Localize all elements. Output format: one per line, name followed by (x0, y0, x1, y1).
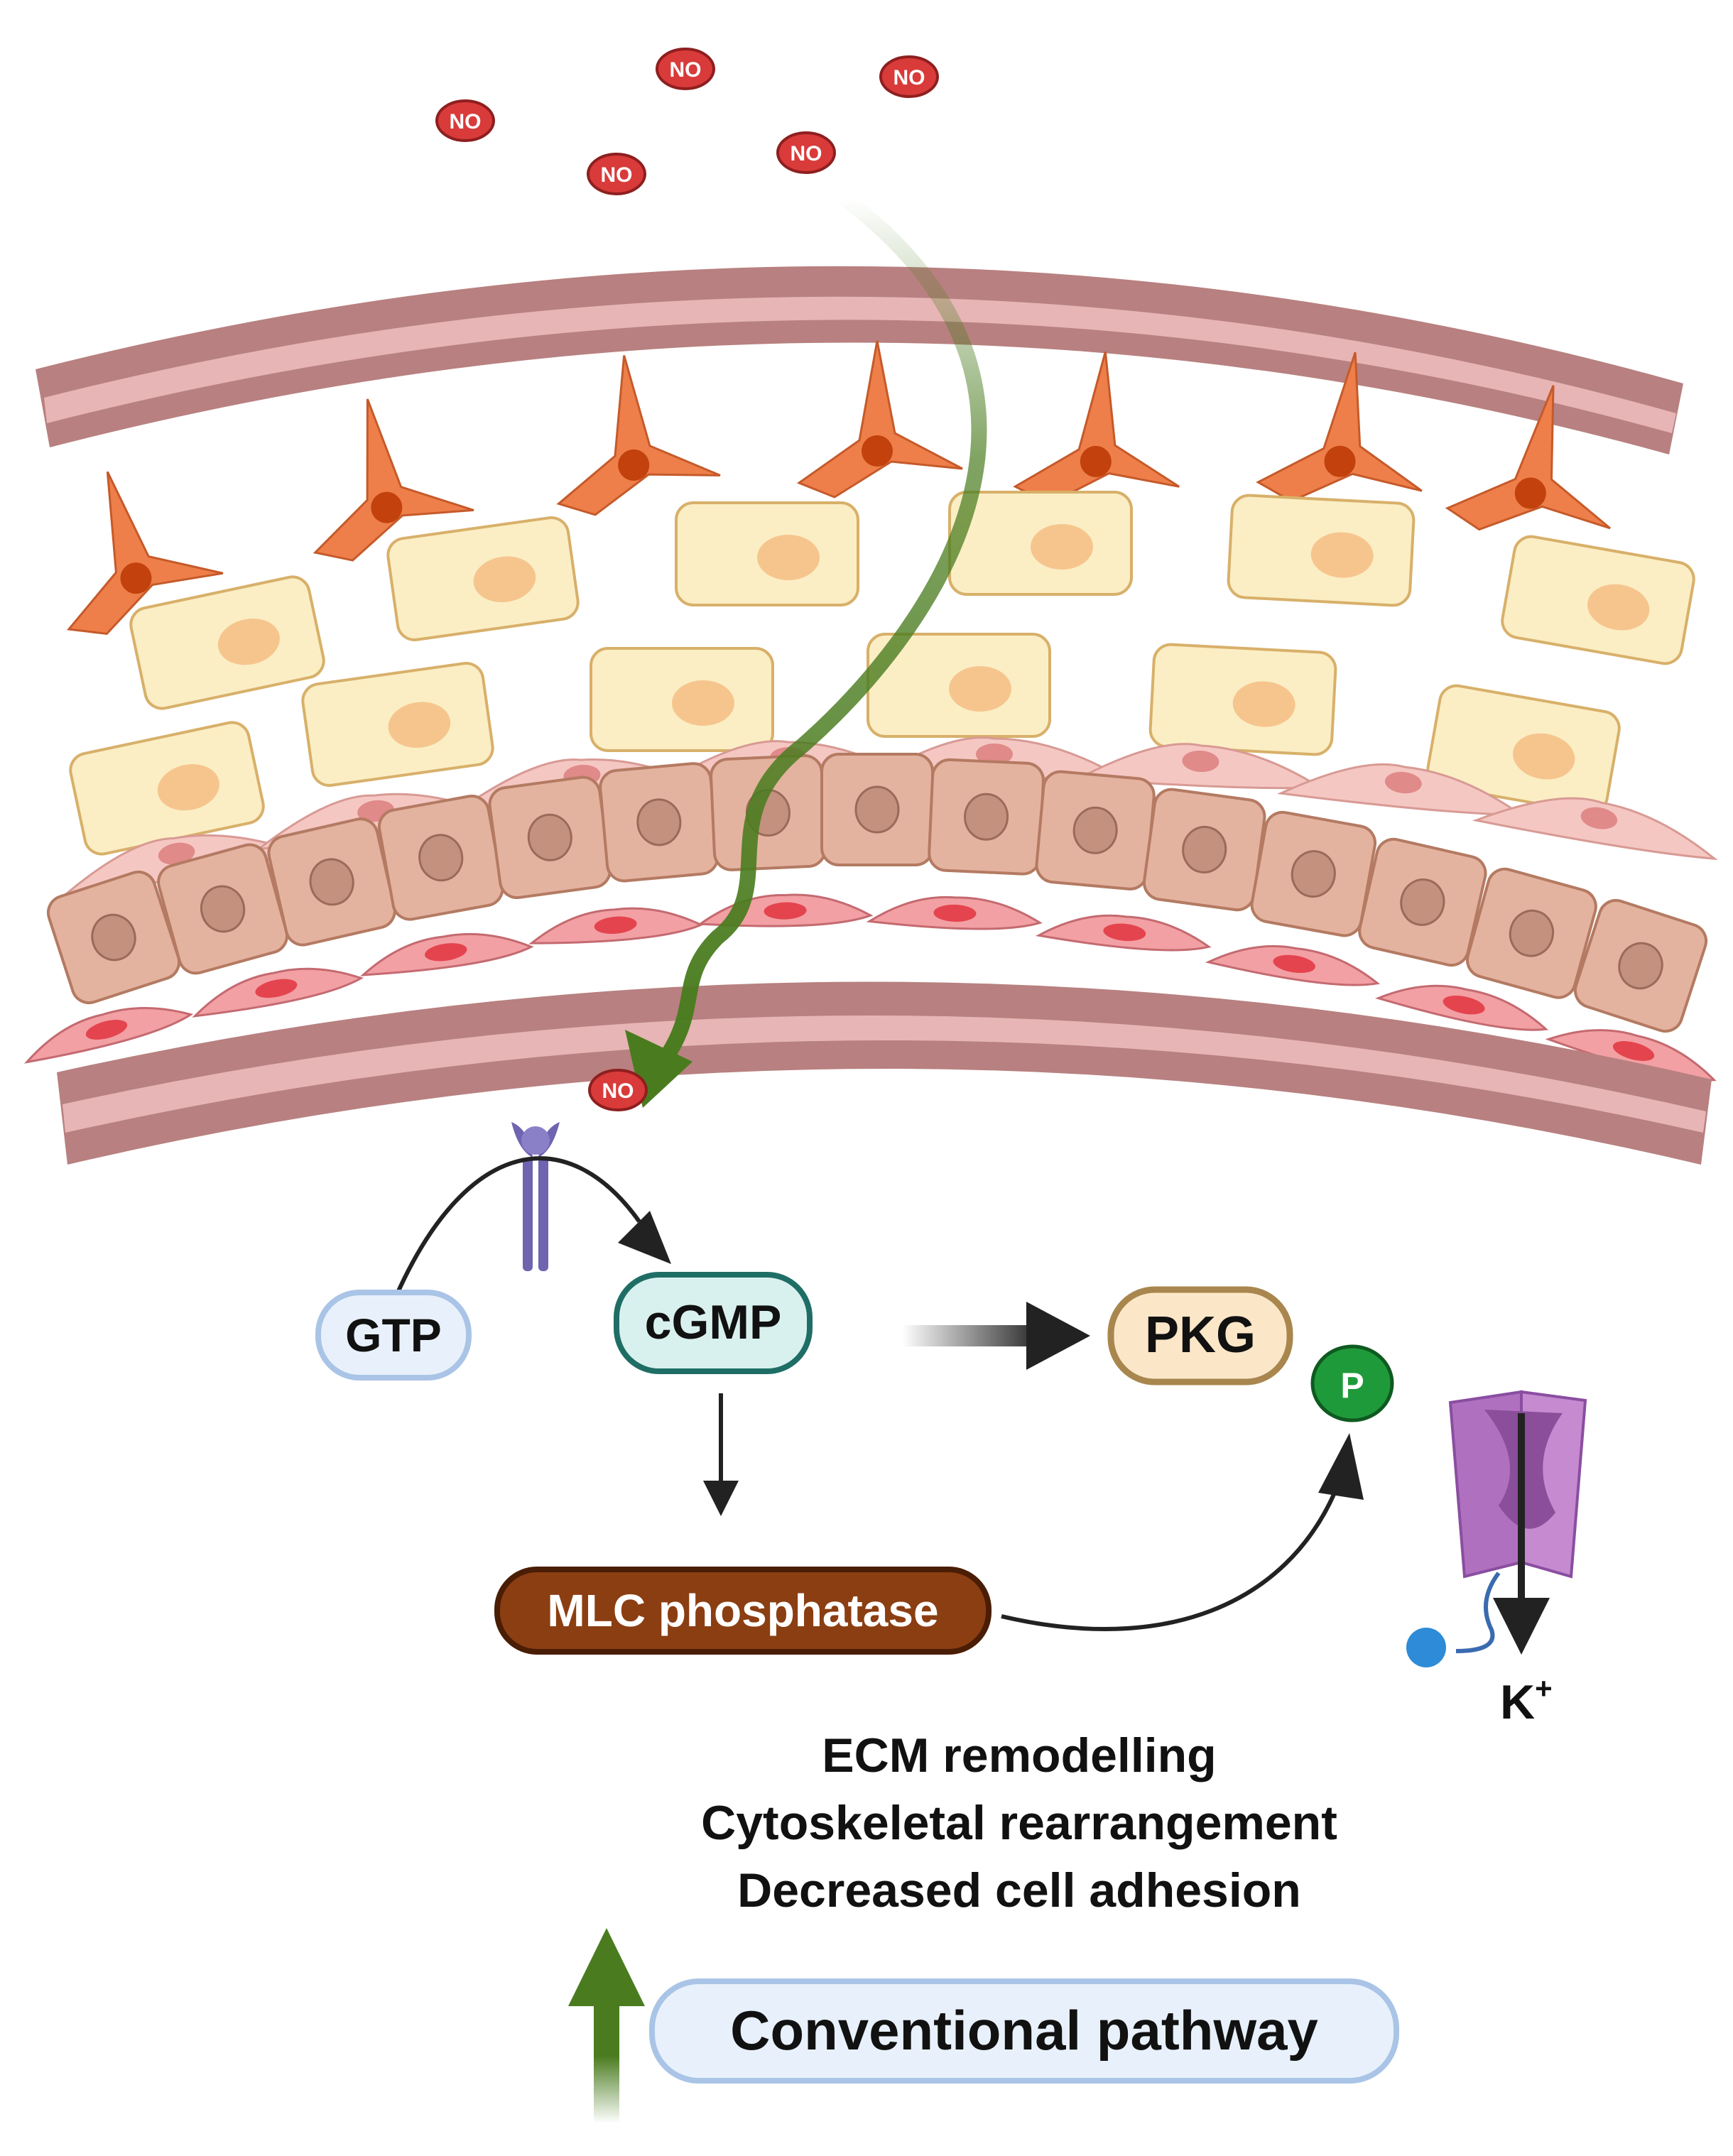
fibroblast-cell (1256, 352, 1423, 503)
vessel-wall-inner (57, 981, 1712, 1165)
effect-item: Decreased cell adhesion (737, 1863, 1301, 1917)
phosphate-node: P (1310, 1344, 1394, 1422)
cgmp-to-pkg-arrow (902, 1325, 1044, 1346)
smooth-muscle-cell (488, 775, 612, 900)
fibroblast-cell (796, 340, 963, 499)
adipocyte-cell (69, 721, 265, 856)
smooth-muscle-cell (1466, 867, 1597, 999)
pkg-node: PKG (1107, 1286, 1293, 1385)
svg-text:NO: NO (791, 142, 822, 165)
fibroblast-cell (556, 355, 721, 516)
fibroblast-cell (313, 398, 474, 562)
mlc-to-phosphate-arrow (1001, 1490, 1337, 1631)
adipocyte-cell (675, 501, 859, 606)
svg-text:NO: NO (893, 66, 925, 89)
adipocyte-cell (301, 661, 494, 788)
effect-item: Cytoskeletal rearrangement (701, 1796, 1337, 1850)
guanylyl-cyclase-receptor-icon (511, 1122, 560, 1271)
pericyte-cell (1205, 944, 1381, 986)
smooth-muscle-cell (267, 817, 396, 947)
svg-text:NO: NO (602, 1079, 634, 1103)
smooth-muscle-cell (599, 762, 719, 883)
smooth-muscle-cells (46, 753, 1708, 1033)
adipocyte-cell (386, 516, 580, 642)
fibroblast-cell (66, 471, 224, 636)
svg-text:NO: NO (450, 110, 482, 134)
gtp-label: GTP (345, 1309, 442, 1361)
effects-list: ECM remodelling Cytoskeletal rearrangeme… (701, 1728, 1337, 1917)
smooth-muscle-cell (1358, 837, 1487, 967)
smooth-muscle-cell (157, 843, 288, 975)
mlc-phosphatase-node: MLC phosphatase (494, 1567, 992, 1655)
cgmp-down-arrowhead (703, 1481, 739, 1516)
pericyte-cell (528, 907, 704, 944)
adipocyte-cell (1501, 535, 1695, 665)
adipocyte-cell (1148, 643, 1337, 756)
smooth-muscle-cell (1250, 810, 1377, 937)
potassium-label: K+ (1500, 1672, 1553, 1729)
vessel-wall-outer (36, 266, 1683, 454)
endothelial-cell (1472, 797, 1718, 861)
phosphate-label: P (1340, 1366, 1364, 1405)
adipocyte-cells (69, 491, 1695, 856)
pericyte-cell (1035, 914, 1212, 952)
adipocyte-cell (129, 575, 325, 710)
smooth-muscle-cell (377, 794, 504, 921)
no-molecules: NO NO NO NO NO NO (435, 48, 939, 1111)
no-molecule: NO (879, 55, 939, 98)
smooth-muscle-cell (820, 753, 934, 866)
fibroblast-cell (1445, 385, 1611, 531)
potassium-channel-icon (1406, 1390, 1587, 1667)
svg-text:NO: NO (601, 163, 633, 187)
adipocyte-cell (1227, 494, 1416, 607)
endothelial-cell (1276, 763, 1525, 817)
cgmp-to-pkg-arrowhead (1026, 1302, 1090, 1370)
gtp-to-cgmp-arrowhead (618, 1211, 671, 1264)
effect-item: ECM remodelling (822, 1728, 1216, 1782)
no-molecule: NO (588, 1069, 648, 1111)
smooth-muscle-cell (46, 870, 181, 1005)
adipocyte-cell (948, 491, 1133, 596)
smooth-muscle-cell (1573, 898, 1708, 1033)
pericyte-cell (866, 895, 1043, 930)
gtp-node: GTP (315, 1290, 472, 1381)
pericyte-cell (360, 932, 534, 976)
no-molecule: NO (435, 99, 495, 142)
pericyte-cell (192, 967, 364, 1018)
pathway-label: Conventional pathway (730, 1999, 1318, 2062)
endothelial-cell (1075, 743, 1324, 790)
fibroblast-cell (1013, 352, 1180, 506)
smooth-muscle-cell (928, 758, 1045, 876)
no-molecule: NO (776, 131, 836, 174)
adipocyte-cell (590, 647, 774, 752)
fibroblast-cells (66, 340, 1611, 636)
svg-text:NO: NO (670, 58, 702, 82)
no-molecule: NO (587, 153, 646, 195)
pkg-label: PKG (1145, 1307, 1256, 1363)
smooth-muscle-cell (1142, 788, 1266, 912)
cgmp-node: cGMP (614, 1272, 813, 1374)
upregulation-arrow (568, 1928, 645, 2123)
pericyte-cell (24, 1006, 194, 1064)
pathway-label-box: Conventional pathway (649, 1978, 1399, 2084)
no-molecule: NO (656, 48, 715, 90)
cgmp-label: cGMP (645, 1295, 782, 1349)
adipocyte-cell (1426, 684, 1621, 815)
pericyte-cell (1375, 984, 1549, 1031)
smooth-muscle-cell (1035, 770, 1156, 891)
mlc-to-phosphate-arrowhead (1318, 1433, 1364, 1500)
gtp-to-cgmp-arrow (396, 1156, 641, 1294)
mlc-phosphatase-label: MLC phosphatase (547, 1585, 938, 1636)
